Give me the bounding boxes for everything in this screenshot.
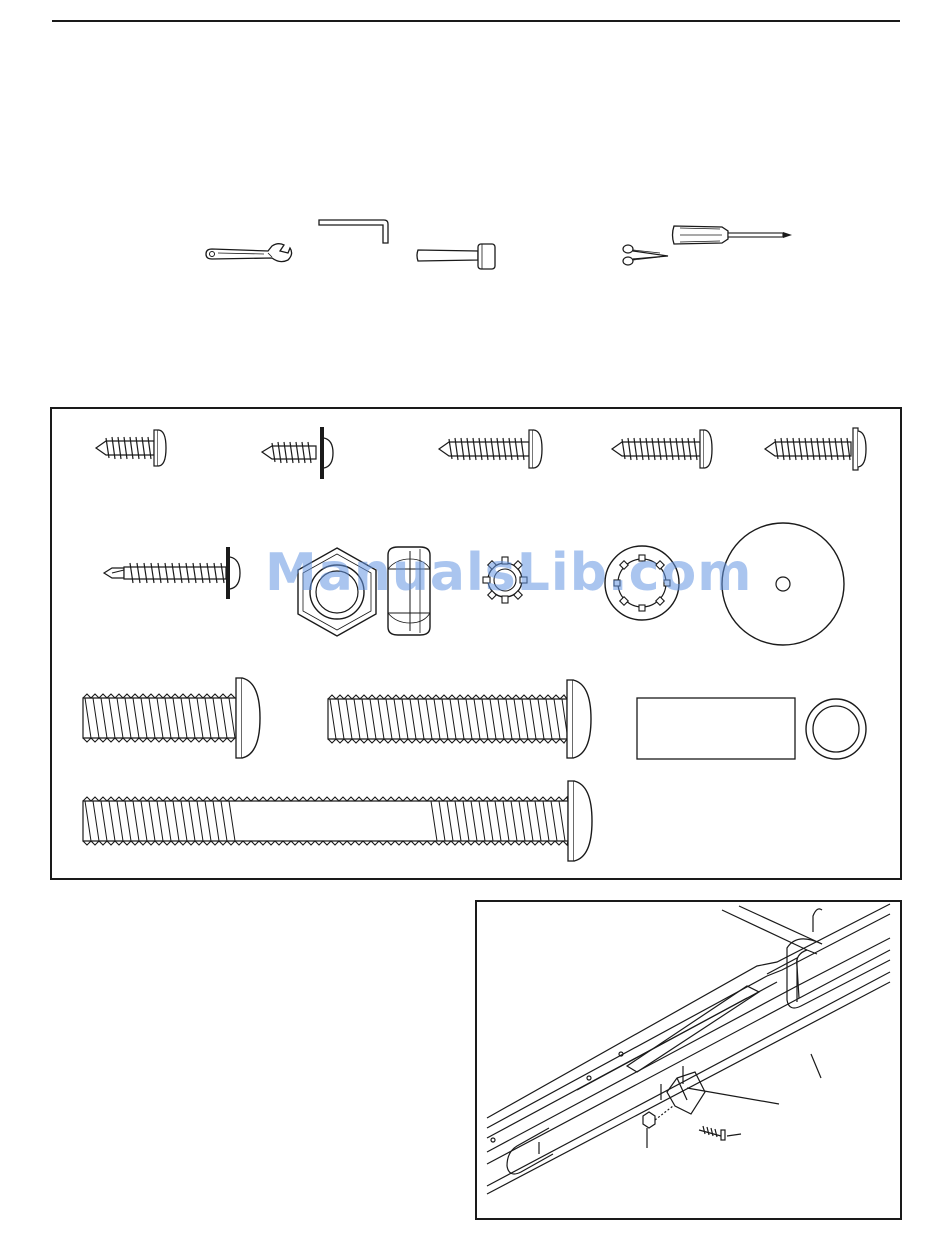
hex-key-icon (318, 218, 390, 246)
bolt-medium (325, 678, 593, 760)
screw-4 (610, 427, 715, 471)
spacer-ring (804, 697, 868, 761)
phillips-screwdriver-icon (670, 222, 795, 248)
adjustable-wrench-icon (202, 240, 294, 270)
screw-5 (763, 427, 869, 471)
top-rule (52, 20, 900, 22)
bolt-long (80, 779, 595, 863)
screw-2 (260, 425, 335, 481)
screw-3 (437, 427, 545, 471)
scissors-icon (620, 242, 672, 268)
assembly-illustration (477, 902, 900, 1218)
rubber-mallet-icon (416, 240, 500, 272)
self-tapping-screw (102, 545, 244, 601)
bolt-short (80, 676, 262, 760)
screw-1 (94, 425, 169, 471)
label-rectangle (636, 697, 798, 761)
watermark: ManualsLib.com (265, 543, 752, 603)
